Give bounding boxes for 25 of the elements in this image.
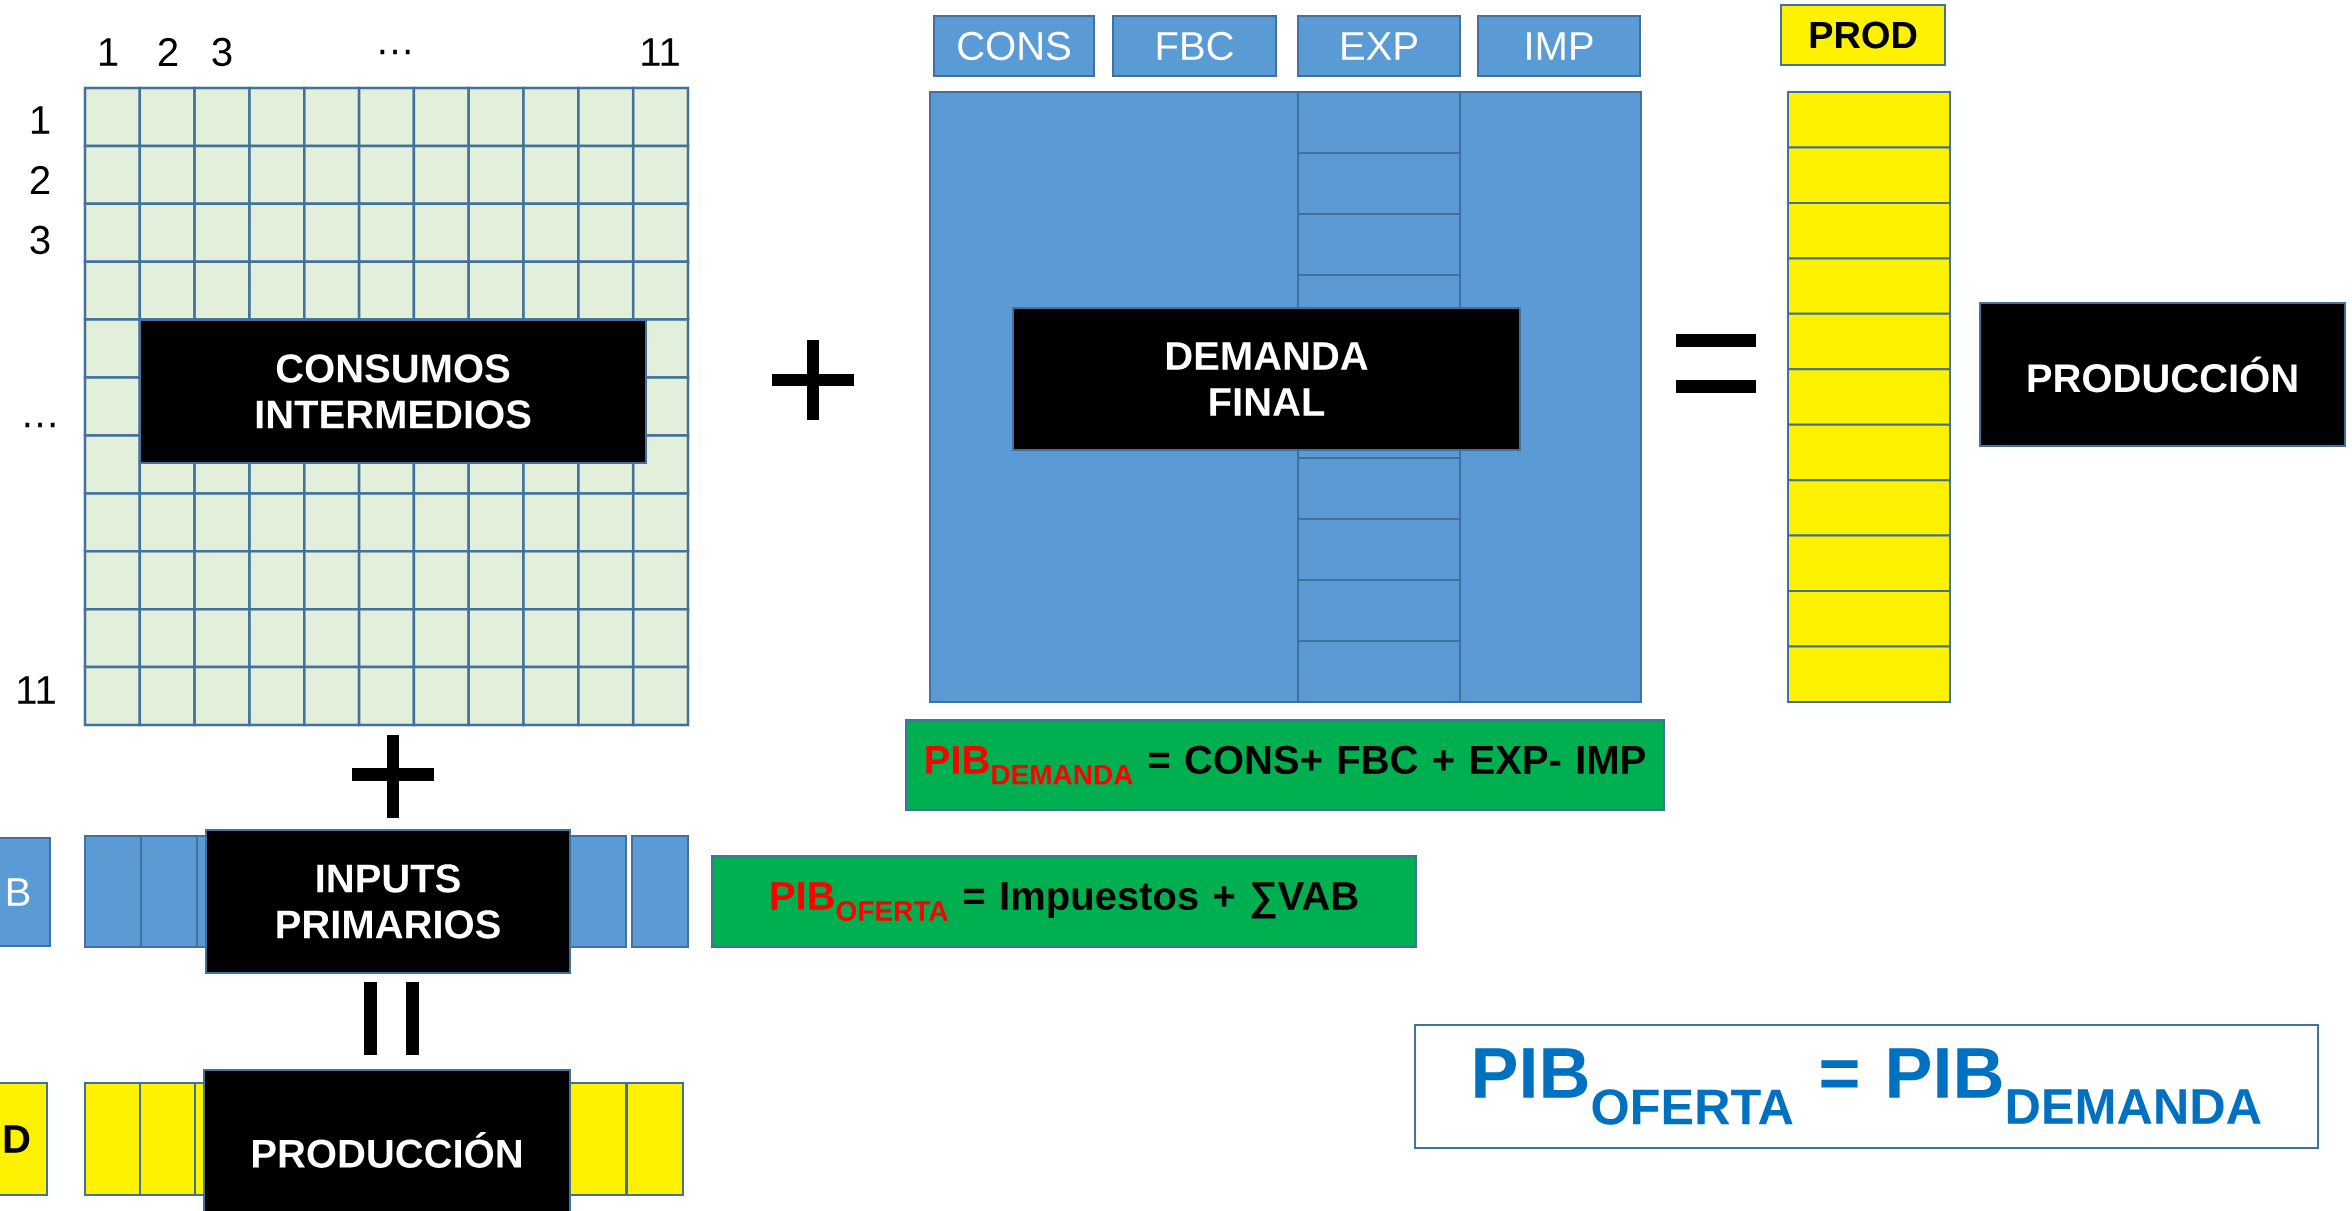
formula-box: PIB$_{OFERTA}$ = PIB$_{DEMANDA}$ [1414,1024,2320,1149]
column-number: 1 [99,38,118,66]
label-box: DEMANDA FINAL [1012,307,1521,451]
row-number: 3 [30,225,50,255]
column-header: FBC [1112,15,1277,77]
label-box: INPUTS PRIMARIOS [205,829,571,974]
formula-box: PIB$_{DEMANDA}$ = CONS+ FBC + EXP- IMP [905,719,1665,811]
column-header: D [0,1082,48,1196]
column-header: B [0,837,51,947]
column-number: 3 [212,37,232,67]
row-number: 11 [18,676,55,704]
label-box: CONSUMOS INTERMEDIOS [139,319,647,464]
formula-box: PIB$_{OFERTA}$ = Impuestos + ∑VAB [711,855,1417,948]
row-number: … [25,422,55,428]
column-number: 2 [158,38,178,66]
row-number: 1 [31,106,50,134]
label-box: PRODUCCIÓN [203,1069,571,1211]
column-header: PROD [1780,4,1946,66]
column-header: EXP [1297,15,1461,77]
label-box: PRODUCCIÓN [1979,302,2347,447]
column-header: CONS [933,15,1095,77]
column-header: IMP [1477,15,1641,77]
column-number: … [380,49,410,55]
column-number: 11 [642,38,679,66]
row-number: 2 [30,166,50,194]
